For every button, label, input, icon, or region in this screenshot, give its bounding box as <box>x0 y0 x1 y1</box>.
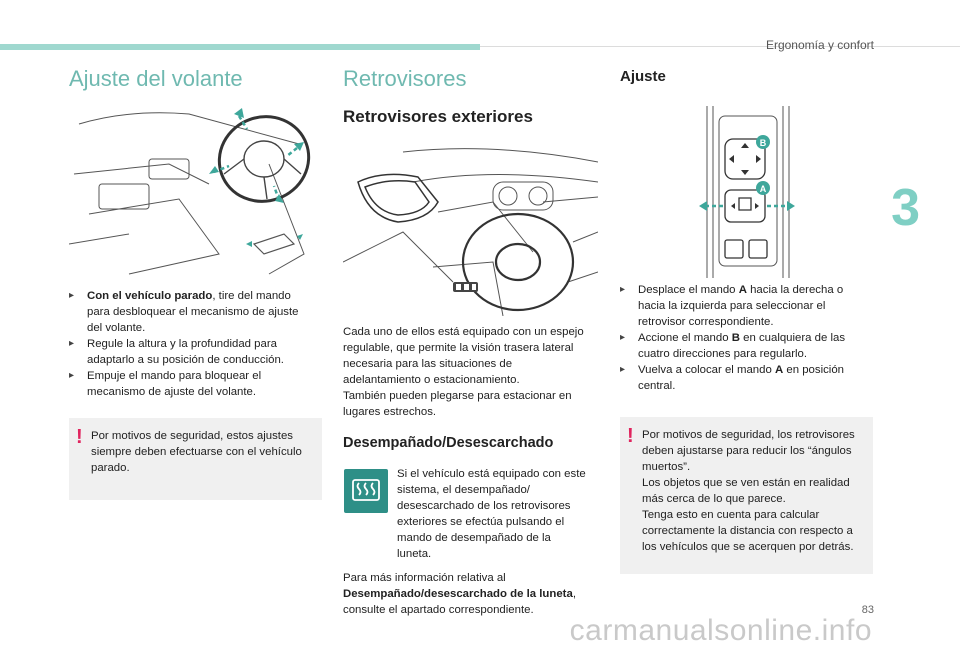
adjust-step-3-pre: Vuelva a colocar el mando <box>638 364 775 376</box>
note-line-1: Por motivos de seguridad, los retrovisor… <box>642 429 855 473</box>
bullet-icon: ▸ <box>620 284 626 295</box>
label-a: A <box>760 184 767 194</box>
steering-step-1-text: , tire del mando para desbloquear el mec… <box>87 290 299 334</box>
more-info-suffix: , consulte el apartado correspondiente. <box>343 588 576 616</box>
steering-step-3-text: Empuje el mando para bloquear el mecanis… <box>87 370 262 398</box>
mirrors-intro-1: Cada uno de ellos está equipado con un e… <box>343 326 584 386</box>
adjust-step-3-post: en posición central. <box>638 364 845 392</box>
steering-step-3: ▸ Empuje el mando para bloquear el mecani… <box>69 368 314 400</box>
rear-defrost-icon <box>352 479 380 501</box>
steering-step-2-text: Regule la altura y la profundidad para a… <box>87 338 284 366</box>
adjust-step-1: ▸ Desplace el mando A hacia la derecha o … <box>620 282 865 330</box>
adjust-step-2: ▸ Accione el mando B en cualquiera de las… <box>620 330 865 362</box>
adjust-step-2-post: en cualquiera de las cuatro direcciones … <box>638 332 846 360</box>
more-info-prefix: Para más información relativa al <box>343 572 506 584</box>
adjust-title: Ajuste <box>620 68 666 85</box>
dashboard-drawing <box>343 148 598 316</box>
adjust-step-2-pre: Accione el mando <box>638 332 732 344</box>
steering-step-1-bold: Con el vehículo parado <box>87 290 213 302</box>
mirrors-title: Retrovisores <box>343 66 467 91</box>
warning-icon: ! <box>627 425 634 447</box>
mirrors-safety-note: ! Por motivos de seguridad, los retrovis… <box>620 417 873 574</box>
header-rule <box>480 46 960 47</box>
label-b: B <box>760 138 767 148</box>
steering-step-2: ▸ Regule la altura y la profundidad para … <box>69 336 314 368</box>
mirror-controls-illustration: B A <box>695 106 800 278</box>
defrost-text: Si el vehículo está equipado con este si… <box>397 468 586 560</box>
bullet-icon: ▸ <box>620 364 626 375</box>
note-line-2: Los objetos que se ven están en realidad… <box>642 477 850 505</box>
page-number: 83 <box>861 604 874 616</box>
bullet-icon: ▸ <box>620 332 626 343</box>
adjust-step-2-bold: B <box>731 332 740 344</box>
warning-icon: ! <box>76 426 83 448</box>
steering-wheel-drawing <box>69 108 311 275</box>
header-accent-bar <box>0 44 480 50</box>
chapter-number: 3 <box>891 179 920 237</box>
steering-step-1: ▸ Con el vehículo parado, tire del mando … <box>69 288 314 336</box>
adjust-step-3: ▸ Vuelva a colocar el mando A en posición… <box>620 362 865 394</box>
dashboard-mirror-illustration <box>343 142 598 316</box>
adjust-step-1-pre: Desplace el mando <box>638 284 739 296</box>
adjust-step-1-post: hacia la derecha o hacia la izquierda pa… <box>638 284 844 328</box>
note-line-3: Tenga esto en cuenta para calcular corre… <box>642 509 854 553</box>
mirrors-intro-2: También pueden plegarse para estacionar … <box>343 390 572 418</box>
adjust-steps: ▸ Desplace el mando A hacia la derecha o … <box>620 282 865 394</box>
bullet-icon: ▸ <box>69 290 75 301</box>
watermark-text: carmanualsonline.info <box>569 614 872 647</box>
rear-defrost-button-illustration <box>344 469 388 513</box>
steering-note-text: Por motivos de seguridad, estos ajustes … <box>91 430 302 474</box>
steering-safety-note: ! Por motivos de seguridad, estos ajuste… <box>69 418 322 500</box>
steering-steps: ▸ Con el vehículo parado, tire del mando … <box>69 288 314 400</box>
more-info: Para más información relativa al Desempa… <box>343 570 598 618</box>
bullet-icon: ▸ <box>69 370 75 381</box>
bullet-icon: ▸ <box>69 338 75 349</box>
adjust-step-3-bold: A <box>774 364 784 376</box>
steering-title: Ajuste del volante <box>69 66 243 91</box>
more-info-link-text: Desempañado/desescarchado de la luneta <box>343 588 573 600</box>
mirror-controls-drawing: B A <box>699 106 795 278</box>
exterior-mirrors-subtitle: Retrovisores exteriores <box>343 107 533 126</box>
defrost-title: Desempañado/Desescarchado <box>343 435 554 451</box>
steering-wheel-illustration <box>69 104 314 279</box>
chapter-title: Ergonomía y confort <box>765 38 874 52</box>
adjust-step-1-bold: A <box>738 284 747 296</box>
